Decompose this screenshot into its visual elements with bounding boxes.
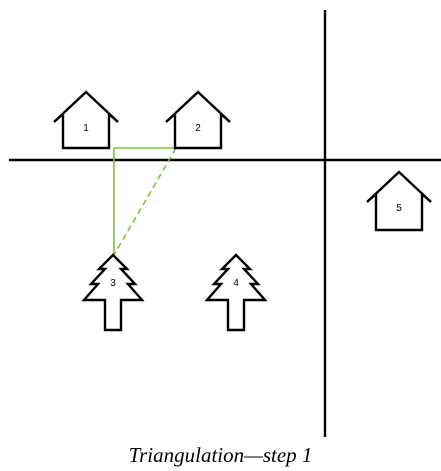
- triangle-dashed-edge: [113, 147, 177, 256]
- tree-4-label: 4: [233, 278, 239, 289]
- tree-3: 3: [81, 253, 145, 332]
- house-5-label: 5: [396, 203, 402, 214]
- house-1: 1: [53, 90, 119, 150]
- house-1-label: 1: [83, 123, 89, 134]
- house-2: 2: [165, 90, 231, 150]
- tree-3-label: 3: [110, 278, 116, 289]
- figure-caption: Triangulation—step 1: [128, 443, 313, 467]
- tree-4: 4: [204, 253, 268, 332]
- house-5: 5: [366, 170, 432, 232]
- house-2-label: 2: [195, 123, 201, 134]
- triangulation-diagram: 1 2 5 3 4: [9, 10, 441, 437]
